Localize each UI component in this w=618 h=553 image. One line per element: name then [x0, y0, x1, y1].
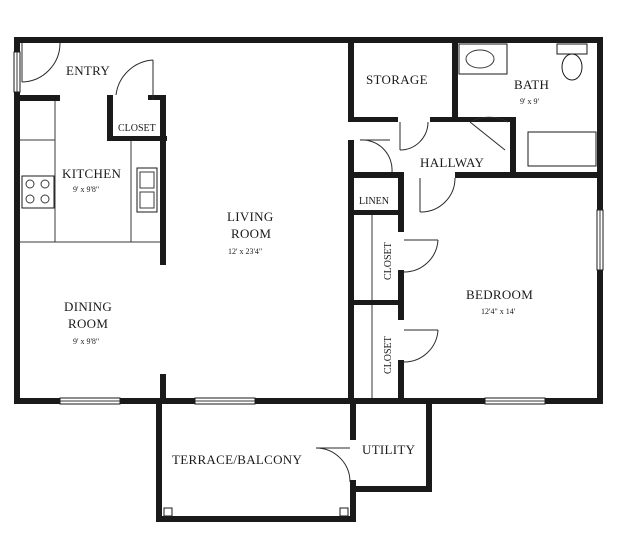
- toilet-icon: [556, 43, 588, 81]
- room-label-closet-lower: CLOSET: [383, 336, 394, 374]
- kitchen-counters: [20, 101, 160, 243]
- kitchen-dimensions: 9' x 9'8": [73, 185, 99, 194]
- bath-dimensions: 9' x 9': [520, 97, 539, 106]
- room-label-utility: UTILITY: [362, 442, 416, 457]
- dining-dimensions: 9' x 9'8": [73, 337, 99, 346]
- room-label-hallway: HALLWAY: [420, 155, 485, 170]
- room-label-dining-line2: ROOM: [68, 316, 108, 331]
- room-label-living-line2: ROOM: [231, 226, 271, 241]
- room-label-living-line1: LIVING: [227, 209, 274, 224]
- room-label-kitchen: KITCHEN: [62, 166, 121, 181]
- room-label-dining-line1: DINING: [64, 299, 112, 314]
- room-label-entry: ENTRY: [66, 63, 110, 78]
- doors: [21, 42, 509, 483]
- bathtub-icon: [527, 131, 597, 167]
- bedroom-dimensions: 12'4" x 14': [481, 307, 516, 316]
- living-dimensions: 12' x 23'4": [228, 247, 262, 256]
- room-label-closet-upper: CLOSET: [383, 242, 394, 280]
- windows: [13, 51, 604, 405]
- sink-icon: [458, 43, 508, 75]
- room-label-storage: STORAGE: [366, 72, 428, 87]
- room-label-terrace: TERRACE/BALCONY: [172, 452, 302, 467]
- room-label-bedroom: BEDROOM: [466, 287, 533, 302]
- room-label-bath: BATH: [514, 77, 549, 92]
- interior-walls: [14, 37, 603, 404]
- exterior-walls: [14, 37, 603, 404]
- room-label-linen: LINEN: [359, 196, 389, 207]
- room-label-entry-closet: CLOSET: [118, 123, 156, 134]
- terrace-utility-walls: [156, 400, 432, 522]
- sink-icon: [136, 167, 158, 213]
- stove-icon: [21, 175, 55, 209]
